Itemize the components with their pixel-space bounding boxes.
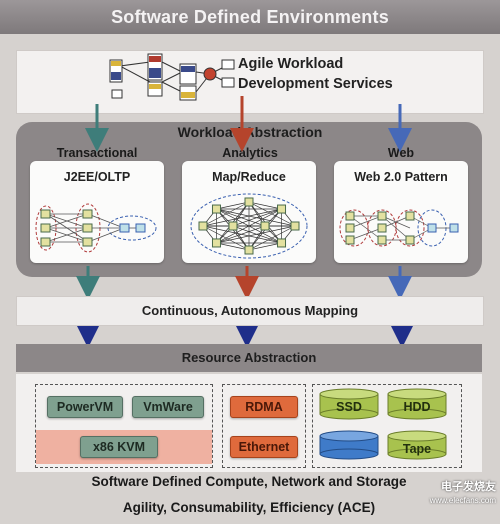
footer-line-1: Software Defined Compute, Network and St… — [91, 474, 407, 489]
mapreduce-node — [211, 238, 221, 248]
mapreduce-edge — [216, 225, 266, 244]
mapreduce-edge — [202, 208, 282, 227]
tape-label: Tape — [402, 442, 432, 456]
column-label-transactional: Transactional — [56, 146, 138, 160]
agile-label-line1: Agile Workload — [238, 56, 344, 72]
mapreduce-node — [260, 221, 270, 231]
hdd-cylinder — [387, 388, 447, 420]
compute-group — [35, 384, 213, 468]
mapreduce-node — [244, 245, 254, 255]
ethernet-chip: Ethernet — [230, 436, 298, 458]
x86-kvm-chip: x86 KVM — [80, 436, 158, 458]
continuous-mapping-bar: Continuous, Autonomous Mapping — [16, 296, 484, 326]
resource-abstraction-title: Resource Abstraction — [16, 344, 482, 372]
rdma-chip: RDMA — [230, 396, 298, 418]
mapreduce-edge — [248, 201, 282, 210]
mapreduce-edge — [202, 225, 250, 251]
ssd-label: SSD — [336, 400, 362, 414]
mapreduce-edge — [248, 242, 282, 251]
mapreduce-node — [290, 221, 300, 231]
mapreduce-graph — [190, 193, 308, 259]
pattern-label-web20: Web 2.0 Pattern — [354, 170, 448, 184]
powervm-chip: PowerVM — [47, 396, 123, 418]
agile-workload-panel — [16, 50, 484, 114]
mapreduce-node — [228, 221, 238, 231]
agile-label-line2: Development Services — [238, 76, 393, 92]
mapreduce-node — [198, 221, 208, 231]
j2ee-graph — [35, 203, 157, 253]
blue-storage-cylinder — [319, 430, 379, 460]
pattern-label-mapreduce: Map/Reduce — [212, 170, 286, 184]
mapreduce-edge — [216, 208, 266, 227]
web20-graph — [339, 209, 459, 247]
vmware-chip: VmWare — [132, 396, 204, 418]
mapreduce-node — [277, 238, 287, 248]
footer-line-2: Agility, Consumability, Efficiency (ACE) — [122, 500, 376, 515]
diagram-title: Software Defined Environments — [0, 0, 500, 34]
pattern-label-j2ee: J2EE/OLTP — [63, 170, 131, 184]
hdd-label: HDD — [403, 400, 431, 414]
mapreduce-node — [211, 204, 221, 214]
mapreduce-edge — [216, 201, 250, 210]
mapreduce-edge — [216, 242, 250, 251]
network-group — [222, 384, 306, 468]
mapreduce-node — [277, 204, 287, 214]
mapreduce-node — [244, 197, 254, 207]
mapreduce-edge — [216, 208, 296, 227]
tape-cylinder — [387, 430, 447, 460]
watermark-url: www.elecfans.com — [429, 496, 496, 505]
storage-group — [312, 384, 462, 468]
storage-cylinders — [319, 388, 447, 460]
mapreduce-edge — [232, 225, 282, 244]
workflow-graphic — [109, 53, 235, 101]
watermark-logo-text: 电子发烧友 — [441, 481, 496, 493]
agile-workload-label: Agile Workload Development Services — [238, 54, 468, 94]
mapreduce-edge — [202, 225, 282, 244]
ssd-cylinder — [319, 388, 379, 420]
